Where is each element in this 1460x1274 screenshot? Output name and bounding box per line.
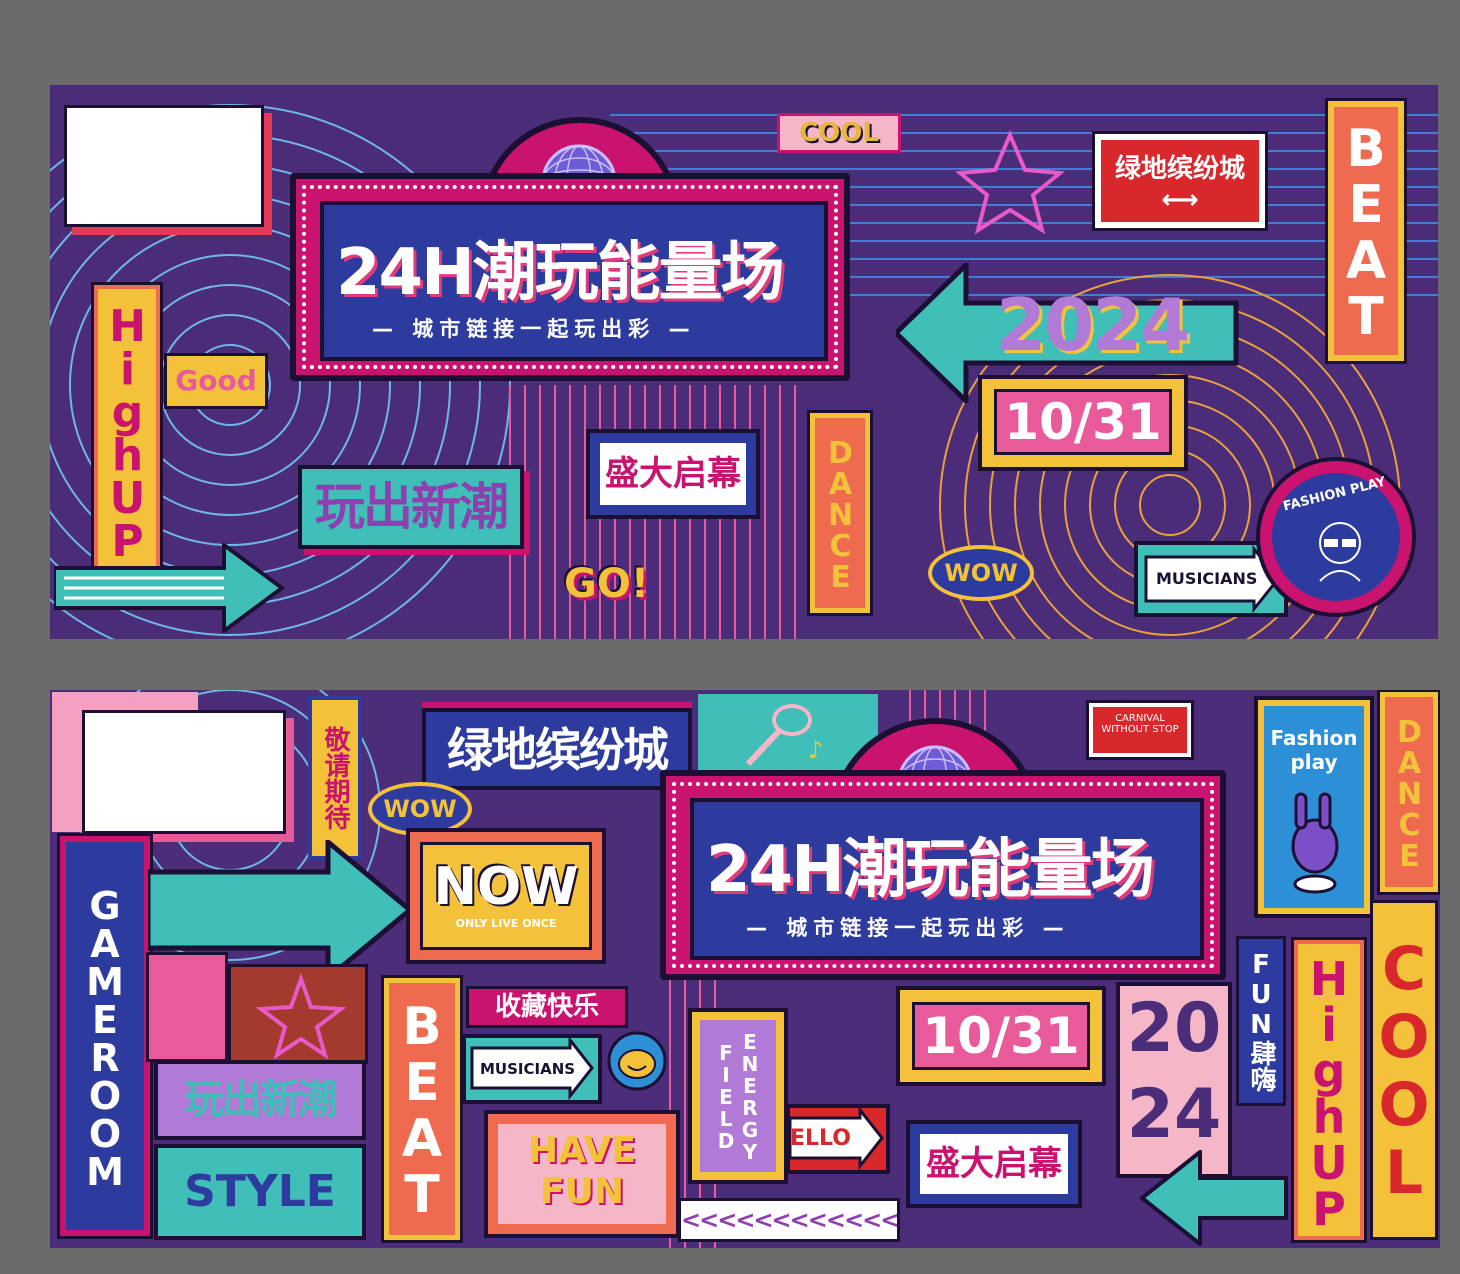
date-sign: 10/31 <box>978 375 1188 471</box>
white-placeholder <box>64 105 264 227</box>
date-label: 10/31 <box>912 1002 1090 1070</box>
star-block <box>228 964 368 1064</box>
game-room-label: GAMEROOM <box>83 884 127 1188</box>
beat-label: BEAT <box>1336 119 1396 343</box>
now-label: NOW <box>433 857 579 917</box>
opening-label: 盛大启幕 <box>920 1134 1068 1194</box>
cool-sign: COOL <box>1369 900 1439 1240</box>
dance-sign: DANCE <box>807 410 873 616</box>
highup-label: HighUP <box>1302 952 1356 1228</box>
beat-sign: BEAT <box>381 975 463 1243</box>
brand-sign: 绿地缤纷城 <box>422 708 692 790</box>
arrow-icon <box>148 840 414 980</box>
now-sign: NOW ONLY LIVE ONCE <box>406 828 606 964</box>
invite-sign: 敬请期待 <box>308 696 362 860</box>
rabbit-icon <box>1291 792 1339 894</box>
fashion-line-2: play <box>1290 750 1338 774</box>
collect-sign: 收藏快乐 <box>466 986 628 1028</box>
arrow-icon <box>54 543 286 633</box>
star-icon <box>954 129 1066 235</box>
main-subtitle: — 城市链接一起玩出彩 — <box>746 916 1070 940</box>
brand-name: 绿地缤纷城 <box>1114 154 1245 184</box>
arrow-icon: ⟷ <box>1161 185 1199 215</box>
dance-label: DANCE <box>1392 714 1427 870</box>
arrow-icon <box>896 263 1239 403</box>
main-subtitle: — 城市链接一起玩出彩 — <box>372 317 696 341</box>
highup-sign: HighUP <box>1291 937 1367 1243</box>
arrow-icon <box>462 1034 602 1104</box>
year-line-1: 20 <box>1126 989 1222 1068</box>
date-sign: 10/31 <box>896 986 1106 1086</box>
have-label: HAVE <box>528 1130 636 1171</box>
girl-icon <box>1319 522 1361 582</box>
carnival-line-1: CARNIVAL <box>1115 713 1165 724</box>
main-title: 24H潮玩能量场 <box>336 236 785 310</box>
top-banner: 24H潮玩能量场 — 城市链接一起玩出彩 — COOL 绿地缤纷城 ⟷ BEAT… <box>50 85 1438 639</box>
carnival-line-2: WITHOUT STOP <box>1101 724 1179 735</box>
chevron-strip: <<<<<<<<<<<< <box>678 1198 900 1242</box>
fun-label: FUN <box>540 1171 624 1212</box>
year-sign: 2024 <box>996 283 1190 367</box>
fashion-panel: Fashion play <box>1254 696 1374 918</box>
brand-sign: 绿地缤纷城 ⟷ <box>1092 131 1268 231</box>
highup-sign: HighUP <box>91 282 163 578</box>
smiley-icon <box>607 1031 667 1091</box>
star-icon <box>255 973 347 1060</box>
wow-badge: WOW <box>928 545 1034 601</box>
musicians-label: MUSICIANS <box>1156 569 1258 588</box>
bottom-banner: 敬请期待 绿地缤纷城 ♪ CARNIVAL WITHOUT STOP Fashi… <box>50 690 1440 1248</box>
style-sign: STYLE <box>154 1144 366 1240</box>
date-label: 10/31 <box>994 389 1172 455</box>
opening-sign: 盛大启幕 <box>586 429 760 519</box>
energy-label: ENERGY <box>738 1030 762 1162</box>
fashion-line-1: Fashion <box>1270 726 1358 750</box>
main-marquee: 24H潮玩能量场 — 城市链接一起玩出彩 — <box>290 173 850 381</box>
play-sign: 玩出新潮 <box>154 1060 366 1140</box>
fun-sign: FUN肆嗨 <box>1236 936 1286 1106</box>
main-marquee: 24H潮玩能量场 — 城市链接一起玩出彩 — <box>660 770 1226 980</box>
hello-label: ELLO <box>790 1126 851 1151</box>
main-title: 24H潮玩能量场 <box>706 833 1155 907</box>
fashion-badge: FASHION PLAY <box>1256 457 1416 617</box>
arrow-icon <box>1140 1150 1288 1246</box>
microphone-icon <box>745 704 812 767</box>
arrow-icon <box>1134 541 1288 617</box>
dance-label: DANCE <box>823 435 858 591</box>
white-placeholder <box>82 710 286 834</box>
opening-sign: 盛大启幕 <box>906 1120 1082 1208</box>
highup-label: HighUP <box>102 301 153 559</box>
have-fun-sign: HAVE FUN <box>484 1110 680 1238</box>
beat-sign: BEAT <box>1325 98 1407 364</box>
go-badge: GO! <box>564 561 650 607</box>
arrow-icon <box>786 1104 890 1174</box>
cool-badge: COOL <box>777 113 901 153</box>
game-room-sign: GAMEROOM <box>57 833 153 1239</box>
good-badge: Good <box>164 353 268 409</box>
music-note-icon: ♪ <box>808 736 824 764</box>
musicians-label: MUSICIANS <box>480 1060 576 1078</box>
year-line-2: 24 <box>1126 1075 1222 1154</box>
field-label: FIELD <box>714 1041 738 1151</box>
cool-label: COOL <box>1369 934 1439 1206</box>
carnival-sign: CARNIVAL WITHOUT STOP <box>1086 700 1194 760</box>
fun-label: FUN肆嗨 <box>1246 950 1276 1092</box>
pink-block <box>146 952 228 1062</box>
year-sign: 20 24 <box>1116 982 1232 1178</box>
field-energy-sign: FIELD ENERGY <box>688 1008 788 1184</box>
now-subtitle: ONLY LIVE ONCE <box>455 917 557 930</box>
play-sign: 玩出新潮 <box>298 465 524 549</box>
beat-label: BEAT <box>392 997 452 1221</box>
mic-block: ♪ <box>698 694 878 770</box>
invite-label: 敬请期待 <box>320 726 350 830</box>
dance-sign: DANCE <box>1377 690 1440 895</box>
opening-label: 盛大启幕 <box>600 443 746 505</box>
